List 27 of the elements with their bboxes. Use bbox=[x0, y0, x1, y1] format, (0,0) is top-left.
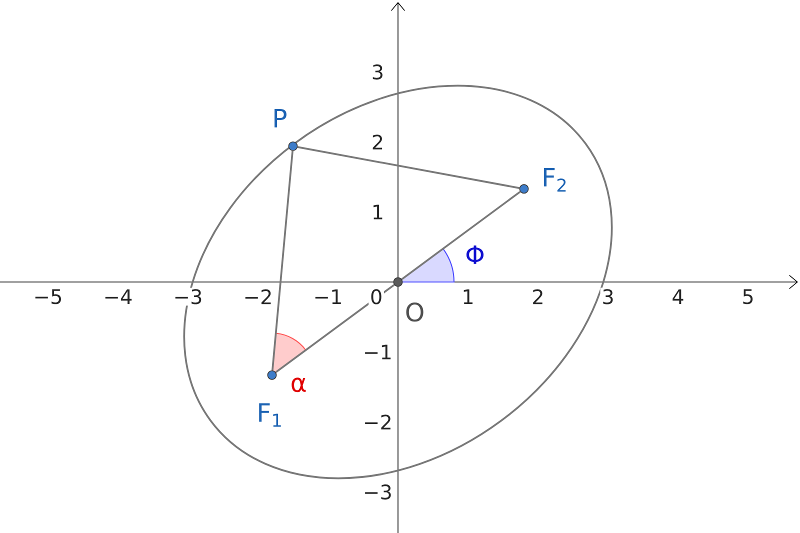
point-label: F$_{2}$ bbox=[544, 168, 566, 192]
line-segment bbox=[401, 190, 521, 280]
point-label: O bbox=[406, 302, 424, 322]
angle-label: Φ bbox=[466, 245, 484, 264]
tick-label: 1 bbox=[370, 203, 386, 221]
tick-label: 1 bbox=[460, 288, 476, 306]
tick-label: 4 bbox=[670, 288, 686, 306]
tick-label: 3 bbox=[370, 63, 386, 81]
tick-label: −2 bbox=[242, 288, 274, 306]
tick-label: 2 bbox=[370, 133, 386, 151]
tick-label: −5 bbox=[32, 288, 64, 306]
tick-label: −3 bbox=[362, 483, 394, 501]
point-label: P bbox=[274, 108, 286, 128]
tick-label: 5 bbox=[740, 288, 756, 306]
tick-label: 3 bbox=[600, 288, 616, 306]
tick-label: −1 bbox=[362, 343, 394, 361]
tick-label: −1 bbox=[312, 288, 344, 306]
tick-label: −3 bbox=[172, 288, 204, 306]
tick-label: 2 bbox=[530, 288, 546, 306]
angle-label: α bbox=[292, 378, 306, 392]
line-segment bbox=[272, 150, 294, 370]
line-segment bbox=[297, 146, 520, 189]
line-segment bbox=[275, 284, 395, 374]
tick-label: 0 bbox=[368, 288, 384, 306]
tick-label: −4 bbox=[102, 288, 134, 306]
point-label: F$_{1}$ bbox=[259, 403, 281, 427]
tick-label: −2 bbox=[362, 413, 394, 431]
